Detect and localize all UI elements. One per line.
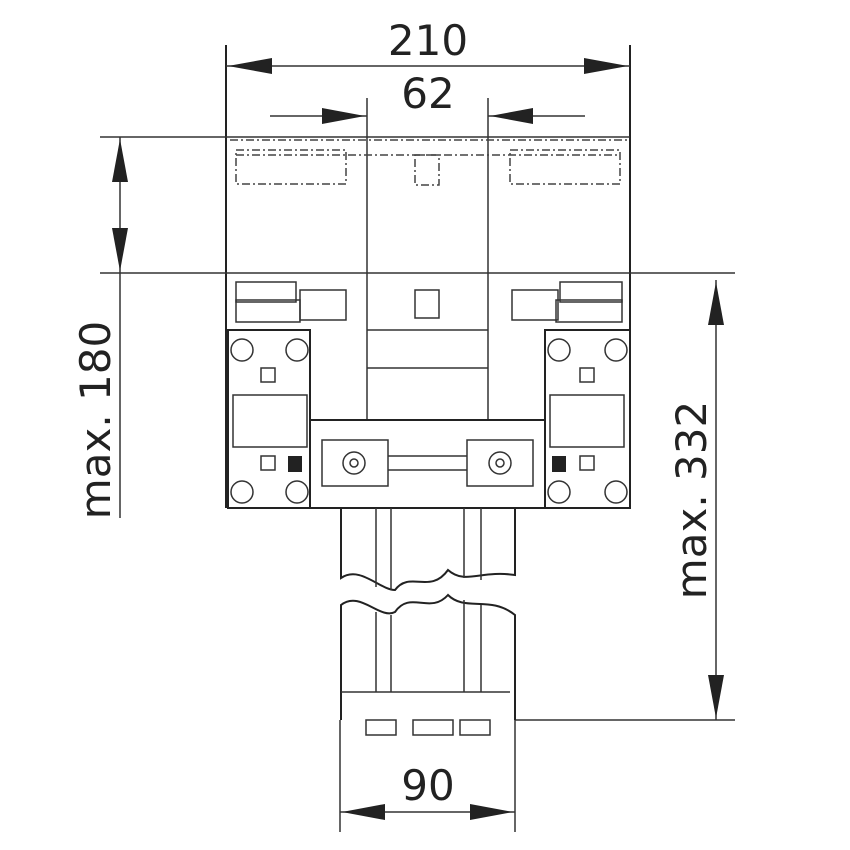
dimension-label-90: 90 bbox=[401, 761, 454, 810]
cross-plate bbox=[309, 419, 546, 509]
dimension-label-max-332: max. 332 bbox=[667, 401, 716, 599]
right-aluminium-profile bbox=[544, 329, 631, 509]
phantom-upper-position bbox=[230, 139, 628, 186]
extension-lines bbox=[100, 45, 735, 832]
left-aluminium-profile bbox=[227, 329, 311, 509]
dimension-62: 62 bbox=[270, 69, 585, 124]
vertical-column bbox=[340, 508, 516, 736]
dimension-label-max-180: max. 180 bbox=[71, 321, 120, 519]
dimension-90: 90 bbox=[340, 761, 515, 820]
dimension-max-180: max. 180 bbox=[71, 137, 128, 519]
dimension-210: 210 bbox=[226, 16, 630, 74]
dimension-label-62: 62 bbox=[401, 69, 454, 118]
dimension-max-332: max. 332 bbox=[667, 280, 724, 720]
top-clamp-blocks bbox=[235, 281, 623, 369]
dimension-label-210: 210 bbox=[388, 16, 468, 65]
